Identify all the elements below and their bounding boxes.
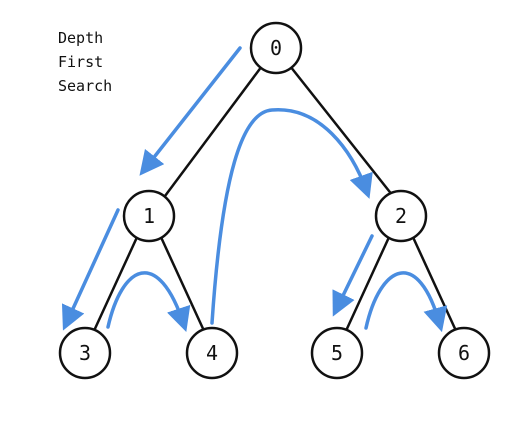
title-line-2: First [58,53,104,71]
node-label: 3 [79,341,91,365]
tree-edges [91,65,459,334]
tree-node: 4 [185,326,239,380]
arrow-4-to-2 [210,108,373,325]
edge-0-1 [163,65,264,197]
traversal-arrows [61,46,448,333]
node-label: 6 [458,341,470,365]
tree-nodes: 0 1 2 3 4 5 6 [58,21,491,380]
tree-node: 0 [249,21,303,75]
arrow-2-to-5 [332,234,374,317]
tree-node: 1 [122,189,176,243]
node-label: 2 [395,204,407,228]
edge-2-5 [343,234,392,334]
arrow-1-to-3 [61,208,120,331]
node-label: 1 [143,204,155,228]
node-label: 0 [270,36,282,60]
title-line-1: Depth [58,29,104,47]
diagram-title: Depth First Search [58,26,112,98]
node-label: 4 [206,341,218,365]
tree-node: 5 [310,326,364,380]
edge-2-6 [410,234,459,334]
title-line-3: Search [58,77,113,95]
tree-node: 6 [437,326,491,380]
edge-1-4 [158,234,207,334]
node-label: 5 [331,341,343,365]
arrow-3-to-4 [106,271,191,332]
arrow-0-to-1 [139,46,242,176]
tree-node: 2 [374,189,428,243]
arrow-5-to-6 [364,271,448,333]
edge-1-3 [91,234,140,334]
edge-0-2 [289,65,394,197]
tree-node: 3 [58,326,112,380]
